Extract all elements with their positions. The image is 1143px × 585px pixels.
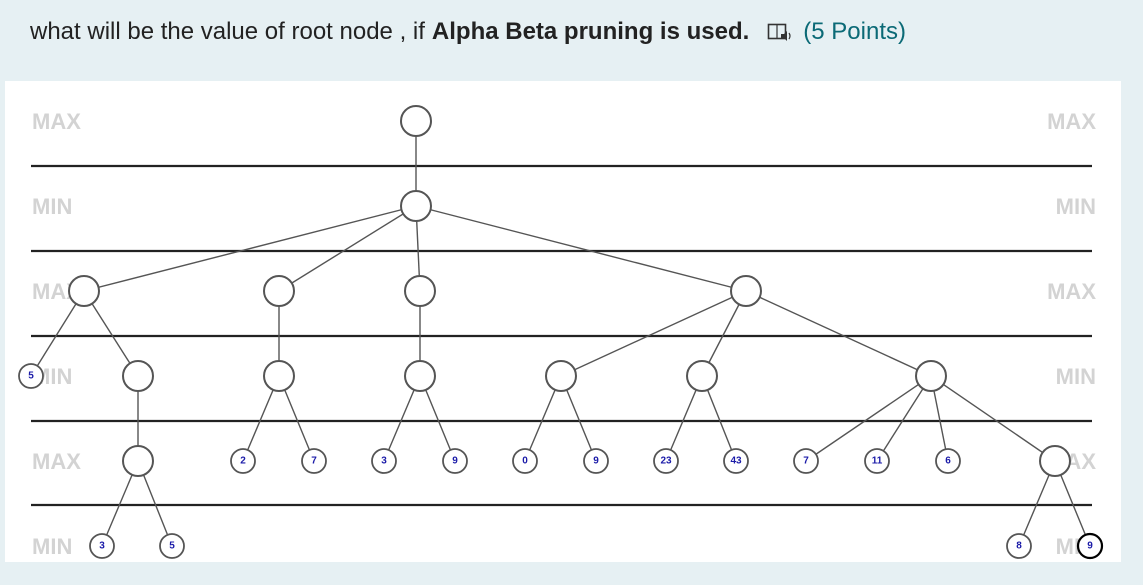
tree-node [122, 445, 154, 477]
leaf-node [512, 448, 538, 474]
leaf-value: 2 [240, 456, 246, 467]
internal-nodes [68, 105, 1071, 477]
leaf-node [793, 448, 819, 474]
tree-edge [805, 375, 932, 462]
leaf-value: 9 [1087, 541, 1093, 552]
tree-node [686, 360, 718, 392]
leaf-value: 3 [99, 541, 105, 552]
leaf-node [723, 448, 749, 474]
leaf-value: 7 [803, 456, 809, 467]
level-label-left: MIN [32, 534, 72, 559]
leaf-node [1006, 533, 1032, 559]
tree-node [404, 360, 436, 392]
leaf-node [18, 363, 44, 389]
level-label-left: MIN [32, 194, 72, 219]
tree-edge [278, 205, 417, 292]
leaf-node [442, 448, 468, 474]
tree-node [400, 190, 432, 222]
leaf-value: 5 [169, 541, 175, 552]
leaf-node [89, 533, 115, 559]
leaf-value: 5 [28, 371, 34, 382]
leaf-node [583, 448, 609, 474]
leaf-value: 7 [311, 456, 317, 467]
tree-edge [30, 290, 85, 377]
leaf-value: 11 [872, 456, 883, 467]
tree-edge [560, 290, 747, 377]
leaf-nodes [18, 363, 1104, 560]
level-separators [31, 164, 1092, 507]
level-label-right: MAX [1047, 109, 1096, 134]
leaf-node [371, 448, 397, 474]
tree-edge [745, 290, 932, 377]
question-points: (5 Points) [803, 18, 906, 45]
tree-edge [83, 205, 417, 292]
leaf-value: 9 [452, 456, 458, 467]
tree-node [404, 275, 436, 307]
game-tree-diagram: MAX MIN MAX MIN MAX MIN MAX MIN MAX MIN … [18, 105, 1104, 560]
leaf-value: 23 [660, 456, 672, 467]
leaf-value: 8 [1016, 541, 1022, 552]
tree-node [915, 360, 947, 392]
question-prompt: what will be the value of root node , if [30, 18, 425, 45]
tree-edge [930, 375, 1056, 462]
tree-node [730, 275, 762, 307]
tree-edge [415, 205, 747, 292]
leaf-node [935, 448, 961, 474]
tree-edges [30, 121, 1091, 547]
level-label-right: MIN [1056, 194, 1096, 219]
leaf-value: 9 [593, 456, 599, 467]
level-label-right: MAX [1047, 279, 1096, 304]
level-label-right: MIN [1056, 364, 1096, 389]
leaf-node [159, 533, 185, 559]
root-node [400, 105, 432, 137]
tree-node [263, 360, 295, 392]
tree-edge [876, 375, 932, 462]
leaf-node [301, 448, 327, 474]
leaf-value: 3 [381, 456, 387, 467]
tree-node [122, 360, 154, 392]
leaf-value: 43 [730, 456, 742, 467]
tree-node [263, 275, 295, 307]
leaf-node [1076, 532, 1104, 560]
leaf-value: 6 [945, 456, 951, 467]
leaf-node [230, 448, 256, 474]
immersive-reader-icon[interactable] [767, 20, 793, 44]
leaf-value: 0 [522, 456, 528, 467]
question-emphasis: Alpha Beta pruning is used. [431, 18, 750, 45]
tree-node [1039, 445, 1071, 477]
leaf-node [653, 448, 679, 474]
tree-node [68, 275, 100, 307]
question-text: what will be the value of root node , if… [30, 14, 906, 50]
game-tree-figure: MAX MIN MAX MIN MAX MIN MAX MIN MAX MIN … [5, 81, 1121, 562]
tree-node [545, 360, 577, 392]
tree-edge [83, 290, 139, 377]
level-label-left: MAX [32, 449, 81, 474]
level-label-left: MAX [32, 109, 81, 134]
leaf-node [864, 448, 890, 474]
